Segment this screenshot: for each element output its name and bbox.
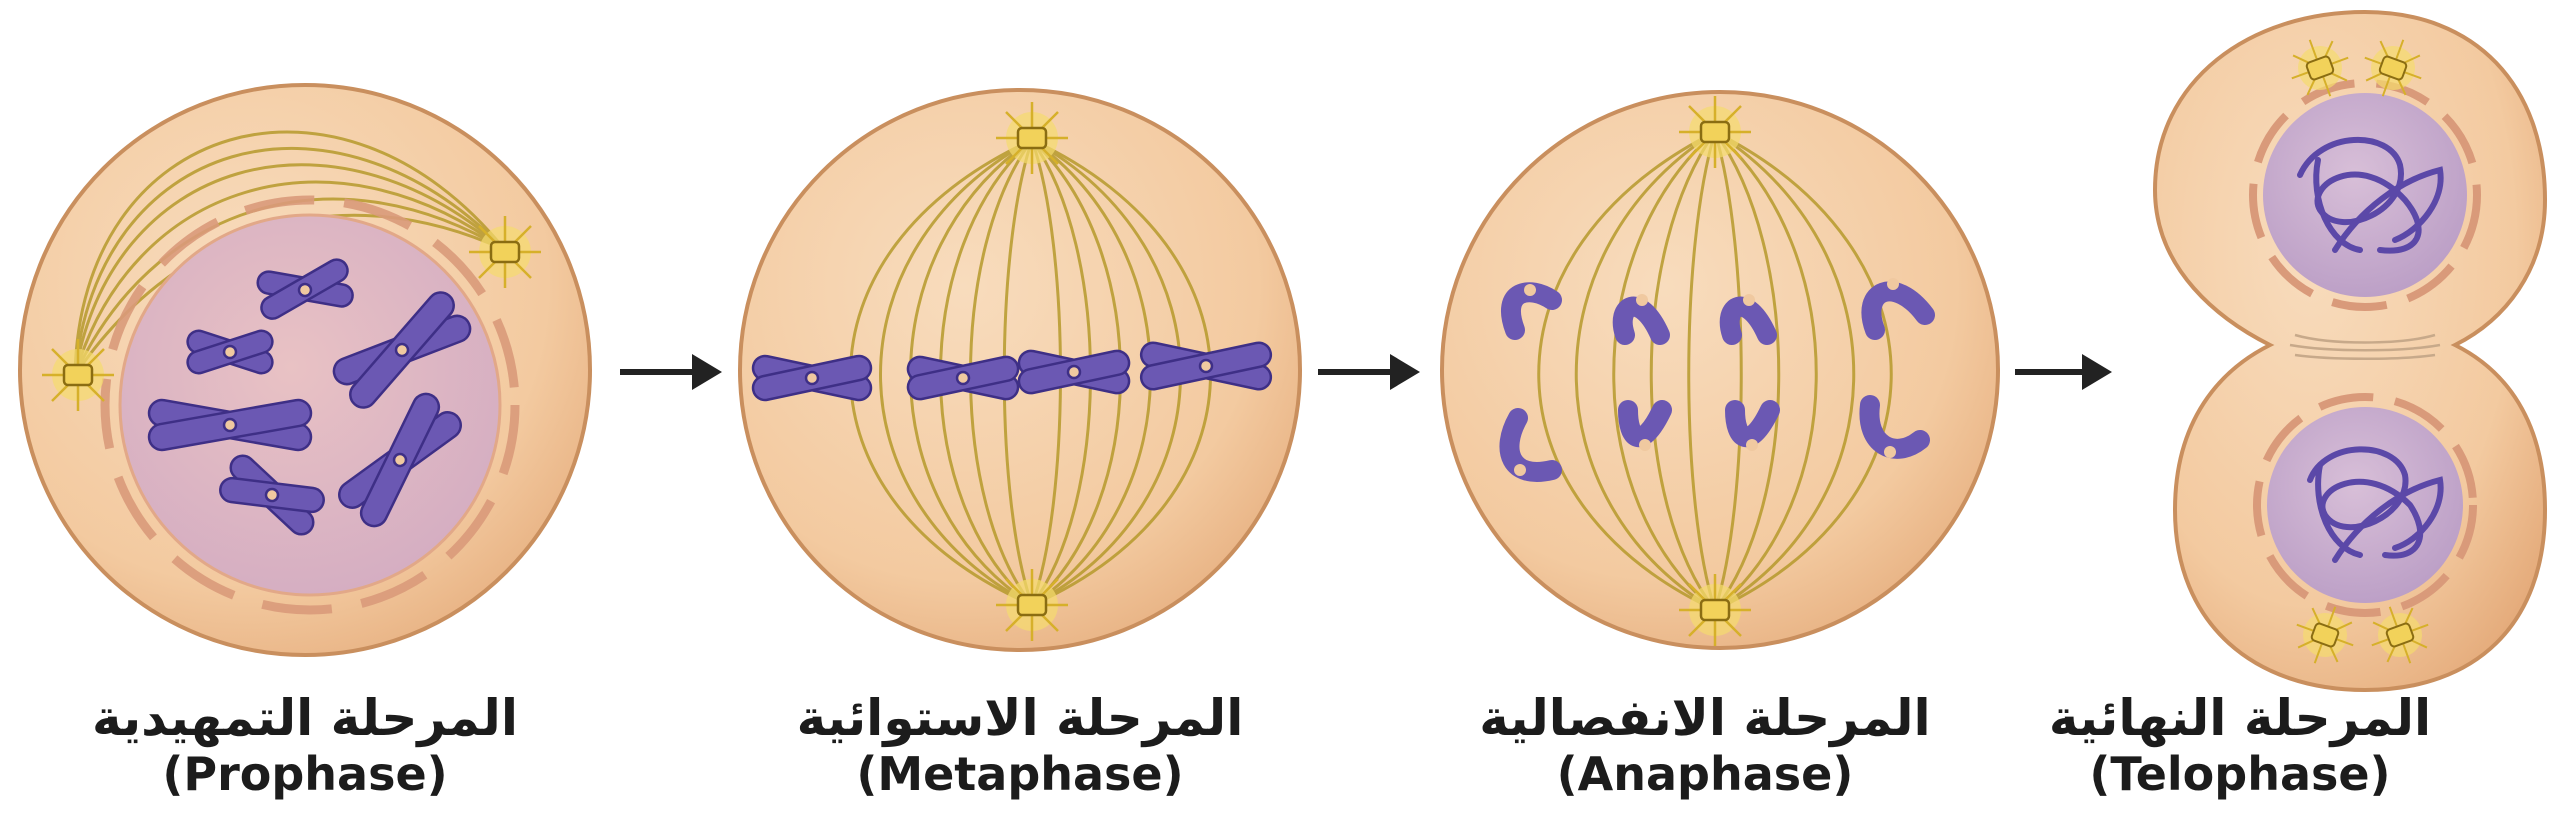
anaphase-label-arabic: المرحلة الانفصالية <box>1479 689 1931 747</box>
prophase-label: المرحلة التمهيدية (Prophase) <box>0 689 625 801</box>
anaphase-label: المرحلة الانفصالية (Anaphase) <box>1385 689 2025 801</box>
anaphase-cell <box>1440 90 2000 650</box>
chromosome-icon <box>1499 395 1930 482</box>
telophase-label: المرحلة النهائية (Telophase) <box>1920 689 2560 801</box>
arrow-right-icon <box>2015 354 2112 390</box>
metaphase-label-arabic: المرحلة الاستوائية <box>796 689 1244 747</box>
telophase-label-english: (Telophase) <box>2089 746 2391 801</box>
anaphase-label-english: (Anaphase) <box>1556 746 1854 801</box>
arrow-right-icon <box>620 354 722 390</box>
centrosome-icon <box>1679 574 1751 646</box>
chromosome-icon <box>147 258 472 536</box>
centrosome-icon <box>2364 39 2422 97</box>
centrosome-icon <box>996 569 1068 641</box>
centrosome-icon <box>2291 39 2349 97</box>
centrosome-icon <box>2371 606 2429 664</box>
prophase-cell <box>18 83 592 657</box>
anaphase-spindle-fibers <box>1537 130 1893 612</box>
centrosome-icon <box>42 339 114 411</box>
centrosome-icon <box>1679 96 1751 168</box>
metaphase-label-english: (Metaphase) <box>856 746 1184 801</box>
chromatin-icon <box>2297 136 2444 254</box>
telophase-nucleus-top <box>2263 93 2467 297</box>
telophase-cell <box>2152 9 2548 693</box>
chromosome-icon <box>751 341 1273 402</box>
telophase-nucleus-bottom <box>2267 407 2463 603</box>
prophase-label-english: (Prophase) <box>162 746 448 801</box>
centrosome-icon <box>2296 606 2354 664</box>
centrosome-icon <box>469 216 541 288</box>
chromatin-icon <box>2307 446 2444 563</box>
metaphase-label: المرحلة الاستوائية (Metaphase) <box>700 689 1340 801</box>
telophase-cleavage-fibers <box>2289 333 2441 360</box>
prophase-nucleus <box>118 213 502 597</box>
chromosome-icon <box>1501 281 1935 345</box>
prophase-label-arabic: المرحلة التمهيدية <box>92 689 518 747</box>
arrow-right-icon <box>1318 354 1420 390</box>
metaphase-cell <box>738 88 1302 652</box>
telophase-label-arabic: المرحلة النهائية <box>2048 689 2432 747</box>
centromere-marks <box>1514 278 1899 476</box>
centrosome-icon <box>996 102 1068 174</box>
